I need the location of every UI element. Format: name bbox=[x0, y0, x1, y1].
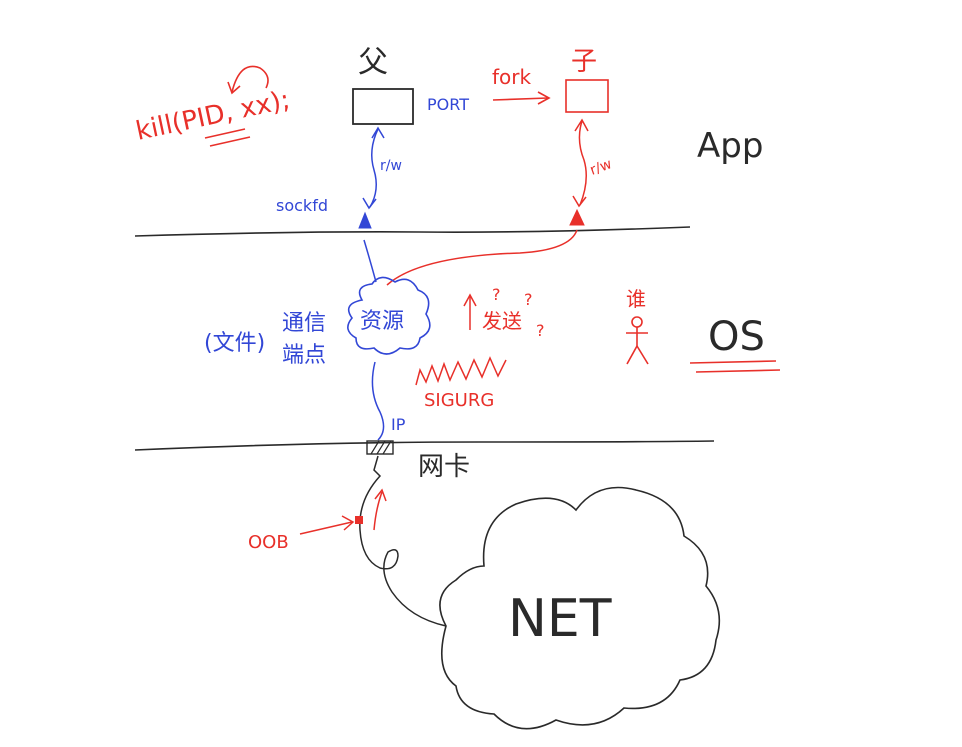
child-rw-arrow-head-top bbox=[574, 118, 589, 132]
fork-label: fork bbox=[492, 65, 532, 89]
resource-cloud bbox=[347, 276, 431, 355]
sockfd-label: sockfd bbox=[276, 196, 328, 215]
send-label: 发送 bbox=[482, 309, 522, 333]
oob-up-arrow-head bbox=[374, 488, 387, 502]
fork-arrow bbox=[492, 97, 549, 101]
sockfd-to-resource-link bbox=[363, 239, 377, 283]
nic-label: 网卡 bbox=[418, 452, 470, 482]
port-label: PORT bbox=[427, 95, 469, 114]
sigurg-label: SIGURG bbox=[424, 390, 494, 411]
parent-process-box bbox=[352, 88, 414, 125]
oob-data-marker bbox=[355, 516, 363, 524]
fork-arrow-head bbox=[537, 91, 551, 105]
endpoint-label-line2: 端点 bbox=[282, 343, 326, 368]
parent-label: 父 bbox=[358, 45, 388, 80]
kill-underline-2 bbox=[209, 136, 251, 147]
os-nic-boundary-line bbox=[134, 440, 715, 451]
nic-box bbox=[366, 440, 394, 455]
child-label: 子 bbox=[571, 47, 597, 77]
child-process-box bbox=[565, 79, 609, 113]
question-mark-1: ? bbox=[492, 285, 501, 304]
kill-underline-1 bbox=[204, 128, 246, 139]
rw-left-label: r/w bbox=[380, 158, 402, 174]
parent-rw-arrow bbox=[369, 128, 379, 208]
resource-to-ip-link bbox=[371, 361, 385, 441]
parent-rw-arrow-head-top bbox=[371, 126, 385, 139]
sockfd-marker-red bbox=[569, 208, 585, 226]
kill-loop-arrow bbox=[231, 65, 269, 93]
kill-call-label: kill(PID, xx); bbox=[133, 85, 292, 147]
sigurg-zigzag bbox=[415, 356, 507, 386]
nic-hatch bbox=[370, 440, 392, 455]
app-os-boundary-line bbox=[134, 226, 691, 237]
oob-up-arrow bbox=[373, 491, 383, 531]
file-label: (文件) bbox=[204, 331, 265, 356]
send-up-arrow-head bbox=[463, 293, 477, 307]
ip-label: IP bbox=[391, 415, 406, 434]
app-layer-label: App bbox=[697, 126, 763, 166]
os-underline-1 bbox=[689, 360, 777, 364]
oob-arrow bbox=[299, 521, 353, 535]
stick-figure-icon bbox=[626, 316, 649, 365]
who-label: 谁 bbox=[626, 287, 646, 311]
sockfd-marker-blue bbox=[358, 211, 372, 229]
net-label: NET bbox=[508, 589, 612, 649]
endpoint-label-line1: 通信 bbox=[282, 311, 326, 336]
child-rw-arrow-head-bottom bbox=[572, 195, 587, 208]
os-underline-2 bbox=[695, 369, 781, 373]
resource-label: 资源 bbox=[360, 309, 404, 334]
nic-to-net-cable bbox=[359, 455, 447, 627]
net-cloud bbox=[439, 486, 721, 730]
question-mark-2: ? bbox=[524, 290, 533, 309]
os-layer-label: OS bbox=[708, 314, 765, 360]
oob-arrow-head bbox=[341, 515, 355, 531]
child-to-resource-link bbox=[386, 229, 578, 286]
kill-loop-arrow-head bbox=[227, 81, 241, 95]
parent-rw-arrow-head-bottom bbox=[362, 197, 377, 210]
rw-right-label: r/w bbox=[588, 156, 614, 179]
question-mark-3: ? bbox=[536, 321, 545, 340]
child-rw-arrow bbox=[578, 120, 587, 206]
oob-label: OOB bbox=[248, 532, 289, 553]
